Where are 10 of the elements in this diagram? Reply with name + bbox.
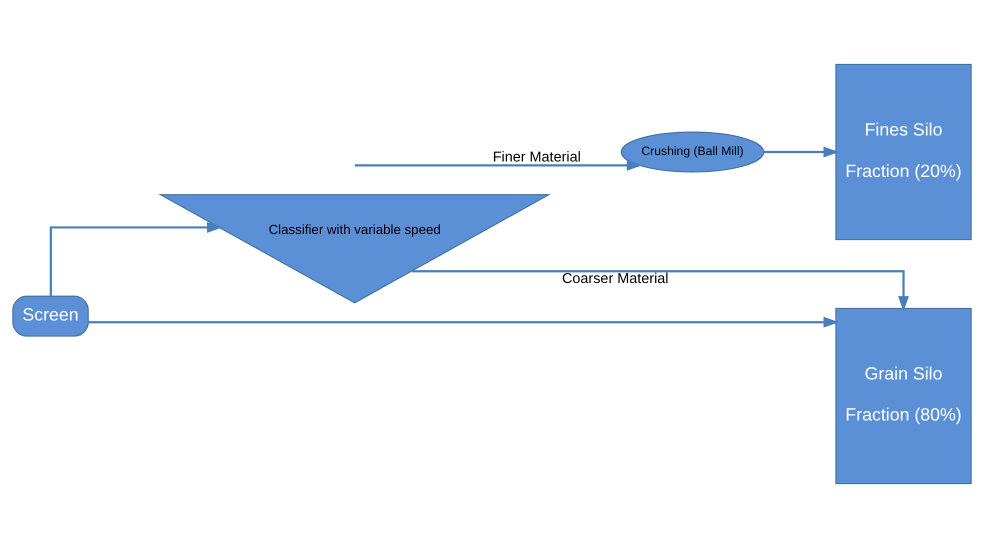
edge-label: Coarser Material <box>562 270 669 286</box>
edge-label: Finer Material <box>492 148 581 165</box>
arrow <box>88 316 840 328</box>
arrow <box>764 146 840 157</box>
arrow <box>50 221 223 296</box>
node-box: Screen <box>12 295 89 336</box>
arrow <box>412 270 909 312</box>
node-box: Grain Silo Fraction (80%) <box>835 307 972 484</box>
node-box: Fines Silo Fraction (20%) <box>835 63 972 240</box>
arrow <box>354 159 642 170</box>
